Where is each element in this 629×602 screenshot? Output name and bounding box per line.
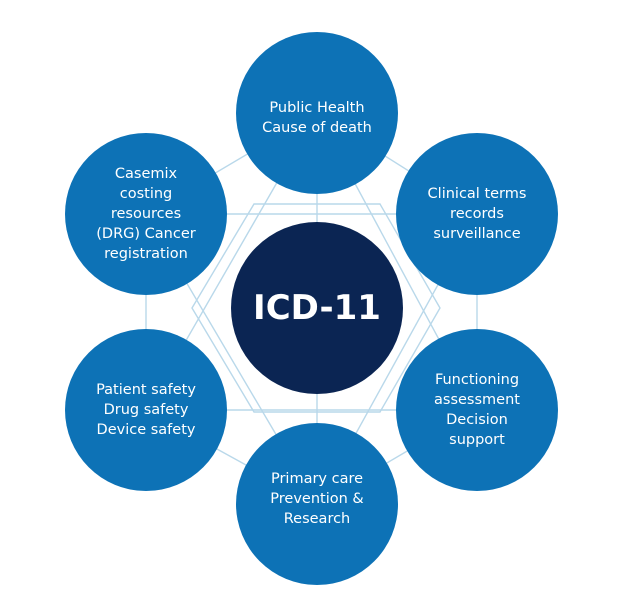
node-label: Public Health Cause of death — [262, 100, 372, 136]
node-functioning: Functioning assessment Decision support — [396, 329, 558, 491]
node-patient-safety: Patient safety Drug safety Device safety — [65, 329, 227, 491]
inner-hexagon-line — [191, 203, 441, 413]
center-node-icd11: ICD-11 — [231, 222, 403, 394]
node-clinical-terms: Clinical terms records surveillance — [396, 133, 558, 295]
node-label: Clinical terms records surveillance — [427, 186, 527, 242]
node-label: Functioning assessment Decision support — [434, 372, 520, 448]
node-label: Patient safety Drug safety Device safety — [96, 382, 196, 438]
node-label: Primary care Prevention & Research — [270, 471, 364, 527]
node-primary-care: Primary care Prevention & Research — [236, 423, 398, 585]
center-label: ICD-11 — [253, 288, 381, 328]
node-label: Casemix costing resources (DRG) Cancer r… — [96, 166, 196, 262]
node-public-health: Public Health Cause of death — [236, 32, 398, 194]
node-casemix: Casemix costing resources (DRG) Cancer r… — [65, 133, 227, 295]
